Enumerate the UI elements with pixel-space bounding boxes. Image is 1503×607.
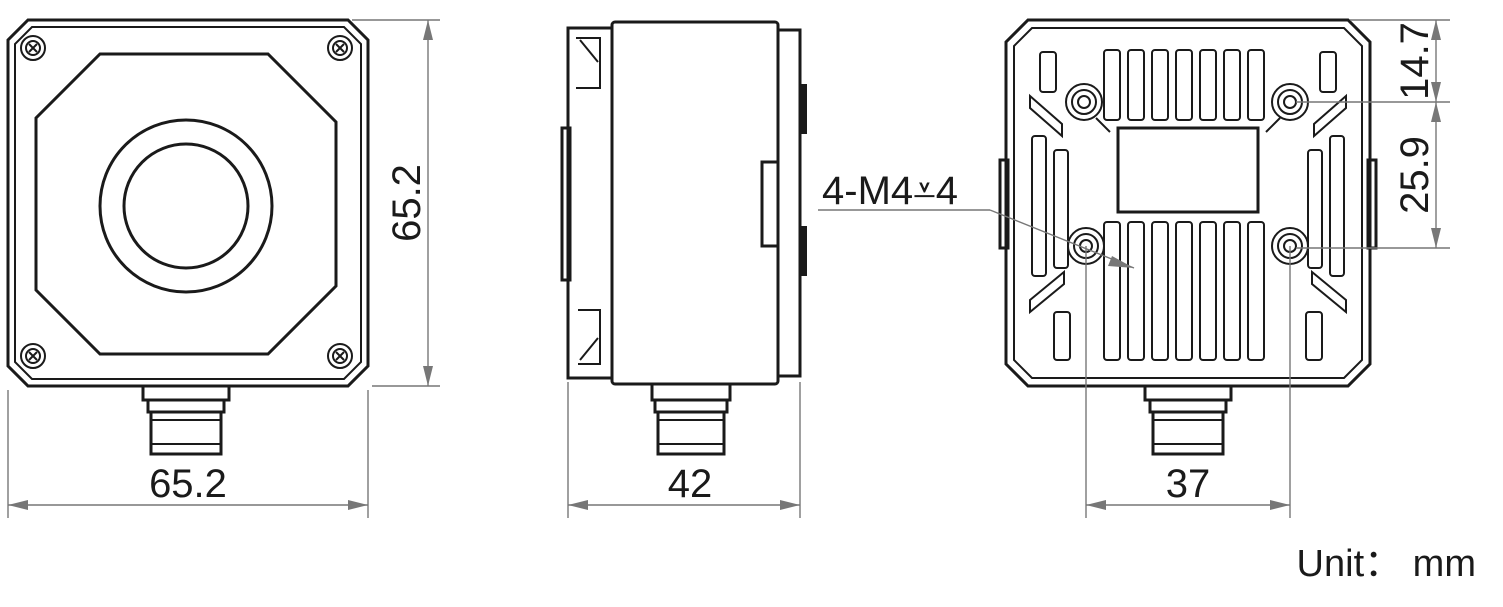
rear-diagonal-ribs (1029, 93, 1347, 315)
front-width-dimension: 65.2 (7, 390, 369, 518)
rear-top-fins (1103, 49, 1265, 121)
side-rear-rib-top (800, 84, 807, 134)
rear-hole-spacing-dimension: 37 (1085, 246, 1291, 518)
front-screw-top-right (327, 35, 353, 61)
mount-hole-top-left (1065, 83, 1103, 121)
rear-top-offset-dimension: 14.7 (1296, 19, 1450, 103)
side-connector (650, 382, 732, 456)
front-housing-outline (6, 18, 370, 388)
rear-housing-inner-outline (1013, 27, 1363, 379)
rear-top-offset-label: 14.7 (1393, 22, 1437, 100)
rear-vertical-spacing-dimension: 25.9 (1296, 102, 1450, 249)
side-depth-label: 42 (668, 462, 713, 506)
rear-view: 4-M4⩡4 37 14.7 25.9 (818, 18, 1450, 518)
front-screw-bottom-left (20, 343, 46, 369)
front-height-dimension: 65.2 (352, 19, 440, 387)
rear-bottom-fins (1103, 221, 1265, 361)
side-front-bezel (566, 26, 614, 380)
lens-window (122, 142, 250, 270)
unit-label: Unit： mm (1297, 543, 1476, 585)
front-housing-inner-outline (14, 26, 362, 380)
rear-side-tab-left (998, 158, 1010, 250)
side-bezel-detail (576, 37, 601, 365)
rear-side-fins (1031, 51, 1345, 361)
side-bezel-tab (560, 126, 572, 282)
side-rear-plate (776, 28, 802, 378)
front-screw-bottom-right (327, 343, 353, 369)
front-width-label: 65.2 (149, 462, 227, 506)
lens-ring (98, 118, 274, 294)
rear-connector (1143, 384, 1233, 456)
thread-callout-label: 4-M4⩡4 (822, 169, 958, 213)
front-screw-top-left (20, 35, 46, 61)
rear-side-tab-right (1366, 158, 1378, 250)
rear-label-plate (1116, 126, 1260, 214)
side-rear-rib-bottom (800, 226, 807, 276)
front-view: 65.2 65.2 (6, 18, 440, 518)
side-view: 42 (560, 20, 807, 518)
front-octagon-panel (34, 52, 338, 356)
front-height-label: 65.2 (385, 164, 429, 242)
rear-vertical-spacing-label: 25.9 (1393, 136, 1437, 214)
rear-hole-spacing-label: 37 (1166, 462, 1211, 506)
side-label-recess (760, 160, 780, 248)
rear-housing-outline (1004, 18, 1372, 388)
side-main-body (610, 20, 780, 386)
thread-callout: 4-M4⩡4 (818, 169, 1135, 269)
front-connector (141, 384, 231, 456)
side-depth-dimension: 42 (567, 382, 801, 518)
